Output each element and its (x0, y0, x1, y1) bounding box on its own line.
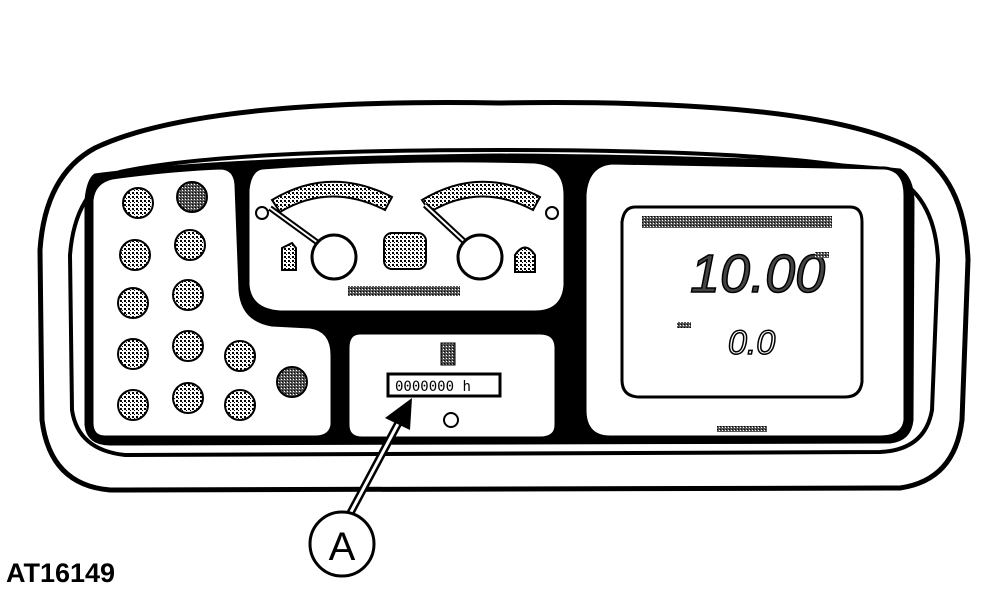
indicator-lamp (122, 187, 154, 219)
fuel-pump-icon (281, 241, 297, 271)
secondary-readout: 0.0 (728, 324, 775, 362)
callout-circle (308, 510, 376, 578)
indicator-lamps (117, 181, 308, 421)
speed-readout: 10.00 (690, 244, 825, 304)
lcd-screen (620, 205, 864, 399)
indicator-lamp (172, 382, 204, 414)
callout-letter: A (329, 525, 356, 569)
indicator-lamp (224, 389, 256, 421)
indicator-lamp (176, 181, 208, 213)
figure-id: AT16149 (6, 558, 116, 588)
indicator-lamp (276, 366, 308, 398)
unit-label-upper (815, 252, 829, 258)
callout-leader (340, 398, 412, 527)
indicator-panel (90, 166, 334, 439)
reset-button-icon (443, 412, 459, 428)
hour-meter-window (386, 372, 502, 398)
fuel-gauge (255, 180, 394, 281)
indicator-lamp (119, 239, 151, 271)
hour-meter-readout: 0000000 h (395, 379, 471, 395)
indicator-lamp (117, 389, 149, 421)
indicator-lamp (224, 340, 256, 372)
model-label (717, 426, 767, 432)
hour-glass-icon (440, 342, 456, 366)
coolant-temperature-icon (514, 246, 536, 273)
temperature-gauge (420, 180, 559, 281)
indicator-lamp (172, 279, 204, 311)
bar-graph-scale (642, 216, 832, 228)
indicator-lamp (174, 229, 206, 261)
indicator-lamp (117, 287, 149, 319)
unit-label-lower (677, 322, 691, 328)
brand-wordmark (348, 286, 460, 296)
indicator-lamp (117, 338, 149, 370)
brand-logo-icon (383, 232, 427, 270)
indicator-lamp (172, 330, 204, 362)
